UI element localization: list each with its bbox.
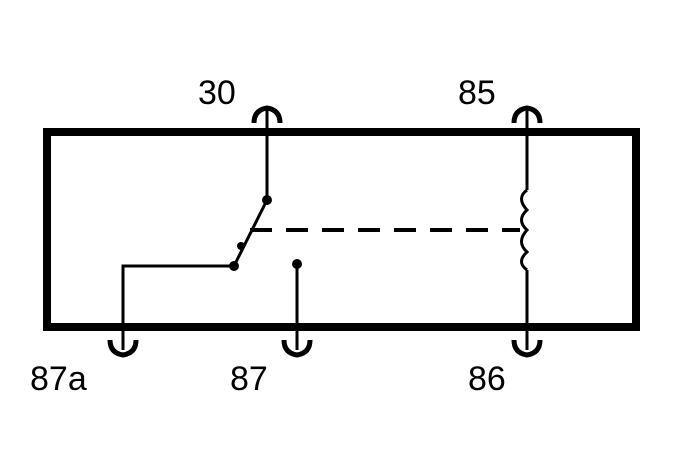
coil-winding-icon	[520, 188, 530, 272]
label-87: 87	[230, 360, 268, 398]
terminal-30-arrow-icon	[251, 105, 283, 124]
relay-housing	[43, 128, 640, 331]
relay-coil	[520, 108, 530, 350]
label-87a: 87a	[30, 360, 87, 398]
label-85: 85	[458, 74, 496, 112]
terminal-85-arrow-icon	[511, 105, 543, 124]
terminal-87a	[107, 264, 234, 358]
terminal-86-arrow-icon	[511, 339, 543, 358]
terminal-30	[251, 105, 283, 200]
switch-contact	[229, 195, 272, 271]
switch-mid-dot	[237, 242, 245, 250]
label-86: 86	[468, 360, 506, 398]
label-30: 30	[198, 74, 236, 112]
terminal-87	[281, 259, 313, 358]
switch-blade	[232, 199, 269, 267]
terminal-87a-arrow-icon	[107, 339, 139, 358]
terminal-87-arrow-icon	[281, 339, 313, 358]
